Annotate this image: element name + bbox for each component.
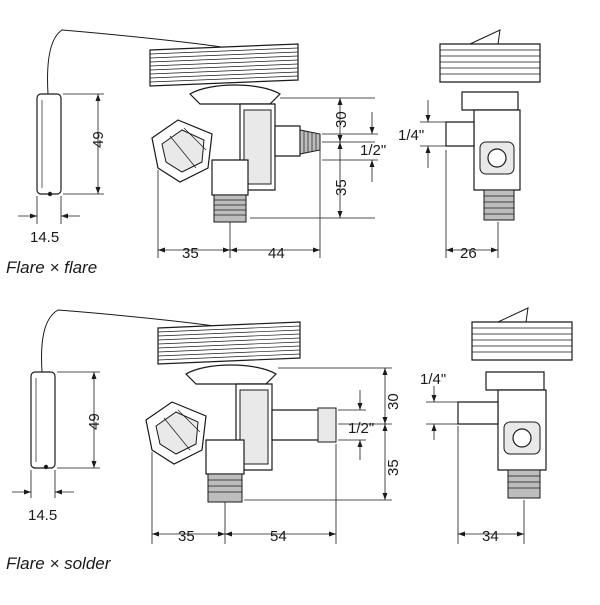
dim-lower-height: 35 — [333, 179, 350, 196]
capillary-tube — [47, 29, 229, 95]
outlet-solder-tube — [271, 407, 337, 443]
dim-inlet-length: 35 — [182, 245, 199, 262]
dim-bulb-height: 49 — [90, 131, 107, 148]
side-view-bottom — [457, 307, 573, 499]
sensing-bulb — [30, 371, 56, 470]
dim-outlet-size: 1/2" — [360, 142, 386, 159]
dim-equalizer-size: 1/4" — [398, 127, 424, 144]
capillary-tube — [41, 309, 229, 373]
inlet-flare-nut — [145, 401, 207, 465]
caption-flare-flare: Flare × flare — [6, 258, 97, 277]
dim-upper-height: 30 — [333, 111, 350, 128]
sensing-bulb — [36, 93, 62, 197]
caption-flare-solder: Flare × solder — [6, 554, 112, 573]
valve-body — [211, 103, 276, 223]
dim-outlet-length: 54 — [270, 528, 287, 545]
dim-upper-height: 30 — [385, 393, 402, 410]
side-view-top — [439, 29, 541, 221]
valve-body — [205, 383, 273, 503]
dim-side-width: 34 — [482, 528, 499, 545]
dim-bulb-width: 14.5 — [28, 507, 57, 524]
dim-side-width: 26 — [460, 245, 477, 262]
dim-outlet-size: 1/2" — [348, 420, 374, 437]
variant-flare-flare: 14.5 49 35 44 30 35 1/2" 1/4" 26 Flare ×… — [6, 29, 541, 277]
variant-flare-solder: 14.5 49 35 54 30 35 1/2" 1/4" 34 Flare ×… — [6, 307, 573, 573]
outlet-flare-fitting — [274, 125, 321, 157]
dim-equalizer-size: 1/4" — [420, 371, 446, 388]
valve-head — [157, 321, 301, 385]
dim-inlet-length: 35 — [178, 528, 195, 545]
dim-outlet-length: 44 — [268, 245, 285, 262]
dim-bulb-height: 49 — [86, 413, 103, 430]
dim-bulb-width: 14.5 — [30, 229, 59, 246]
valve-head — [149, 43, 299, 105]
inlet-flare-nut — [151, 119, 213, 183]
dim-lower-height: 35 — [385, 459, 402, 476]
